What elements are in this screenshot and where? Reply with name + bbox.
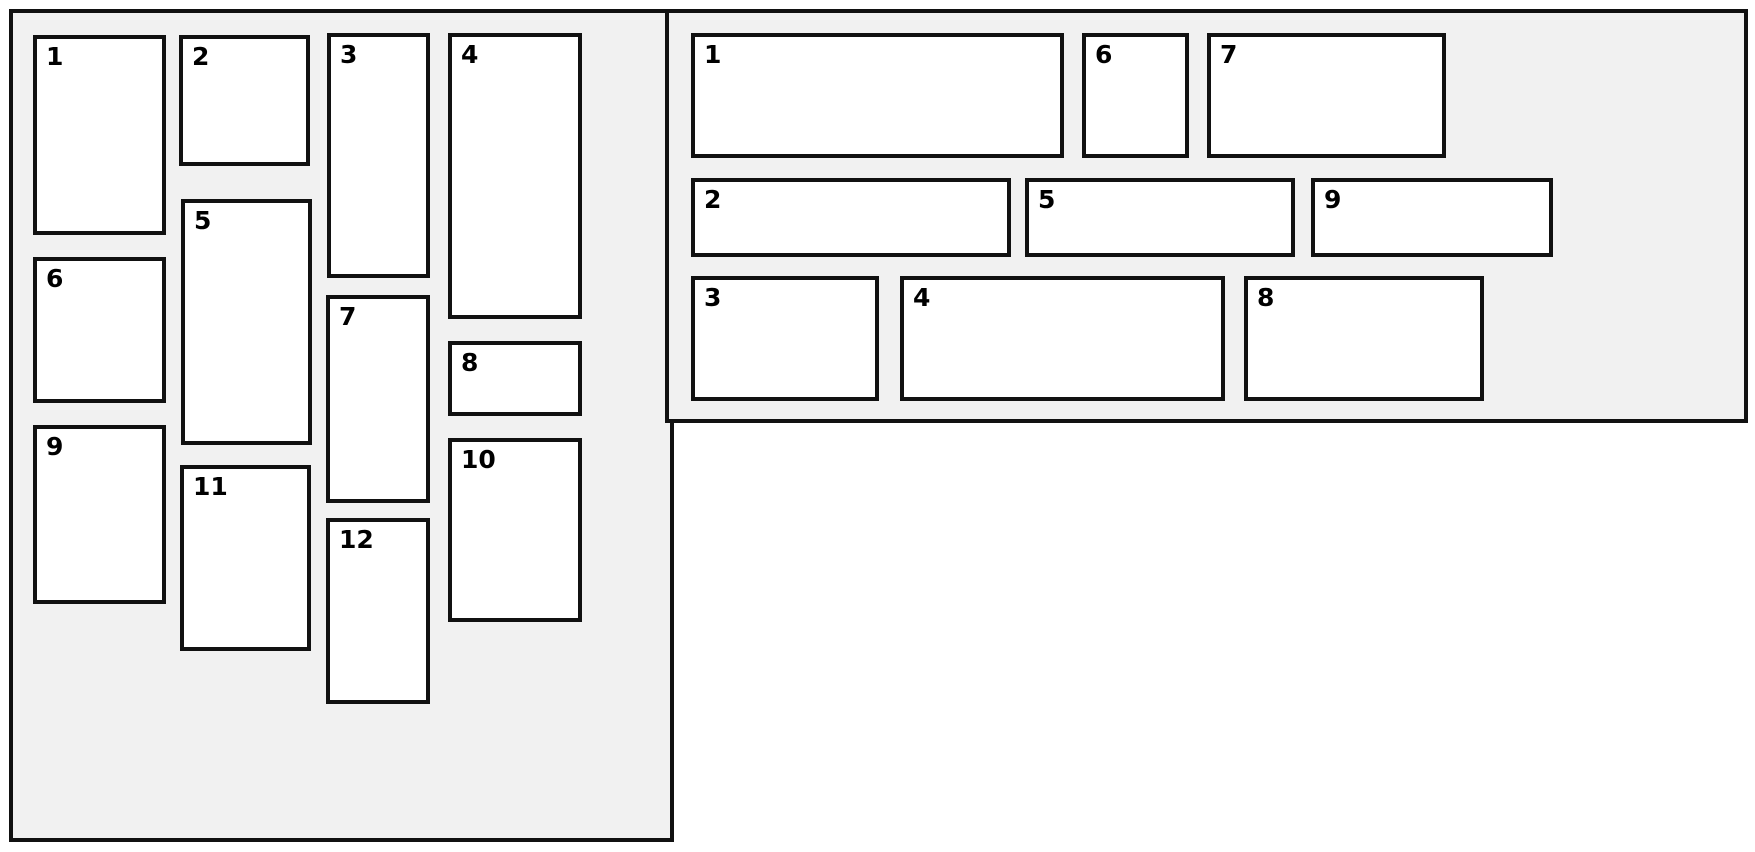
layout-box-label: 10 [461,445,496,474]
layout-box-label: 4 [913,283,931,312]
layout-box-7[interactable]: 7 [1207,33,1446,158]
layout-box-1[interactable]: 1 [33,35,166,235]
layout-box-label: 6 [46,264,64,293]
layout-box-label: 9 [46,432,64,461]
layout-box-2[interactable]: 2 [691,178,1011,257]
layout-box-label: 4 [461,40,479,69]
layout-box-label: 1 [704,40,722,69]
layout-box-9[interactable]: 9 [33,425,166,604]
layout-box-label: 8 [1257,283,1275,312]
layout-box-4[interactable]: 4 [448,33,582,319]
layout-box-8[interactable]: 8 [1244,276,1484,401]
layout-box-3[interactable]: 3 [691,276,879,401]
layout-box-3[interactable]: 3 [327,33,430,278]
layout-box-label: 3 [340,40,358,69]
layout-box-label: 2 [704,185,722,214]
layout-box-9[interactable]: 9 [1311,178,1553,257]
layout-box-label: 2 [192,42,210,71]
layout-box-label: 7 [1220,40,1238,69]
layout-box-label: 11 [193,472,228,501]
layout-box-6[interactable]: 6 [1082,33,1189,158]
layout-box-label: 5 [194,206,212,235]
layout-box-7[interactable]: 7 [326,295,430,503]
layout-box-label: 9 [1324,185,1342,214]
layout-box-5[interactable]: 5 [181,199,312,445]
layout-box-label: 8 [461,348,479,377]
layout-box-4[interactable]: 4 [900,276,1225,401]
layout-box-label: 6 [1095,40,1113,69]
layout-box-label: 1 [46,42,64,71]
layout-box-10[interactable]: 10 [448,438,582,622]
layout-box-label: 3 [704,283,722,312]
layout-box-1[interactable]: 1 [691,33,1064,158]
layout-box-label: 12 [339,525,374,554]
layout-box-12[interactable]: 12 [326,518,430,704]
layout-box-5[interactable]: 5 [1025,178,1295,257]
layout-box-label: 5 [1038,185,1056,214]
layout-box-8[interactable]: 8 [448,341,582,416]
landscape-layout-panel: 1 6 7 2 5 9 3 4 8 [665,9,1748,423]
layout-box-11[interactable]: 11 [180,465,311,651]
layout-box-2[interactable]: 2 [179,35,310,166]
layout-box-6[interactable]: 6 [33,257,166,403]
layout-box-label: 7 [339,302,357,331]
